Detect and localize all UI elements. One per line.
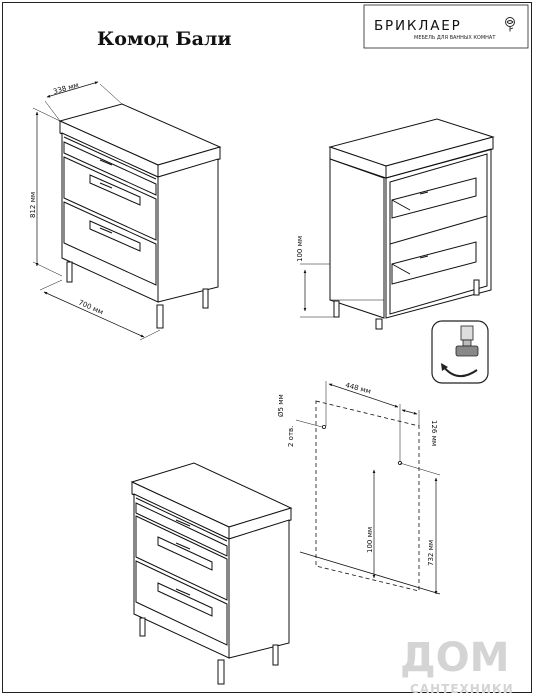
watermark: ДОМ САНТЕХНИКИ (400, 635, 514, 696)
leg-height-dimension-label: 100 мм (296, 236, 304, 262)
hole-offset-label: 126 мм (430, 420, 438, 446)
cabinet-front-view (32, 81, 222, 341)
watermark-line1: ДОМ (400, 635, 509, 681)
wall-mount-diagram (295, 381, 441, 595)
wall-low-height-label: 100 мм (366, 527, 374, 553)
height-dimension-label: 812 мм (29, 192, 37, 218)
watermark-line2: САНТЕХНИКИ (410, 682, 514, 696)
rose-icon (505, 17, 515, 32)
brand-name: БРИКЛАЕР (374, 18, 462, 34)
cabinet-back-view (300, 118, 495, 330)
brand-tagline: МЕБЕЛЬ ДЛЯ ВАННЫХ КОМНАТ (414, 35, 496, 41)
depth-dimension-label: 338 мм (52, 81, 79, 96)
foot-adjust-icon (431, 320, 489, 384)
hole-count-label: 2 отв. (287, 426, 295, 447)
brand-logo: БРИКЛАЕР МЕБЕЛЬ ДЛЯ ВАННЫХ КОМНАТ (363, 4, 529, 49)
hole-diameter-label: Ø5 мм (277, 394, 285, 417)
cabinet-perspective-view (130, 462, 293, 685)
width-dimension-label: 700 мм (77, 299, 104, 317)
page-title: Комод Бали (97, 28, 231, 50)
wall-high-height-label: 732 мм (427, 540, 435, 566)
